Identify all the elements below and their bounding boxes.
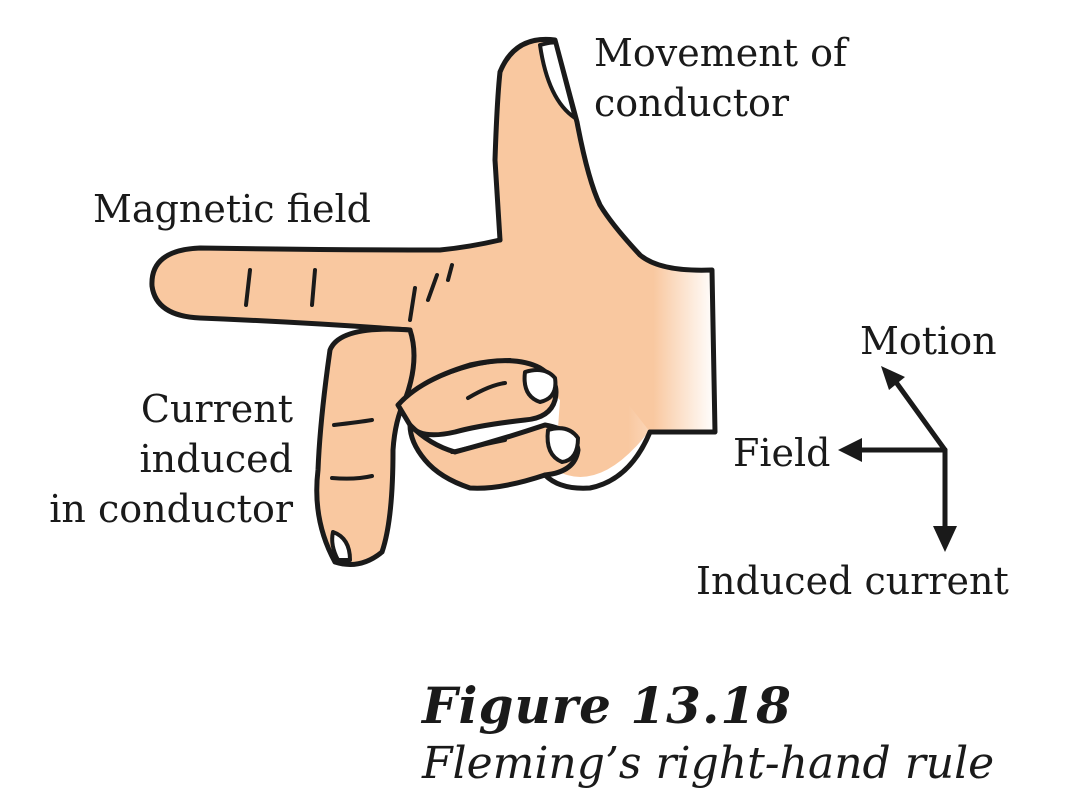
little-nail	[545, 426, 580, 464]
current-arrowhead	[933, 526, 957, 552]
label-current-induced: Current induced in conductor	[18, 384, 293, 534]
ring-nail	[522, 368, 558, 404]
label-movement-line-1: Movement of	[594, 31, 848, 75]
figure-number: Figure 13.18	[422, 676, 792, 735]
label-current-line-2: induced	[139, 437, 293, 481]
key-label-motion: Motion	[860, 319, 997, 363]
label-magnetic-field: Magnetic field	[93, 187, 371, 231]
middle-nail	[330, 530, 352, 562]
label-movement-line-2: conductor	[594, 81, 790, 125]
middle-finger	[314, 326, 417, 567]
motion-arrowhead	[881, 366, 905, 390]
key-label-induced-current: Induced current	[696, 559, 1009, 603]
field-arrowhead	[838, 438, 862, 462]
label-current-line-3: in conductor	[49, 487, 293, 531]
thumb	[492, 36, 718, 435]
key-label-field: Field	[733, 431, 831, 475]
direction-key	[855, 375, 948, 533]
hand-illustration	[149, 36, 957, 567]
label-current-line-1: Current	[140, 387, 293, 431]
thumb-nail	[538, 40, 577, 120]
figure-title: Fleming’s right-hand rule	[422, 738, 995, 789]
motion-arrow	[890, 375, 948, 453]
label-movement-of-conductor: Movement of conductor	[594, 28, 847, 128]
